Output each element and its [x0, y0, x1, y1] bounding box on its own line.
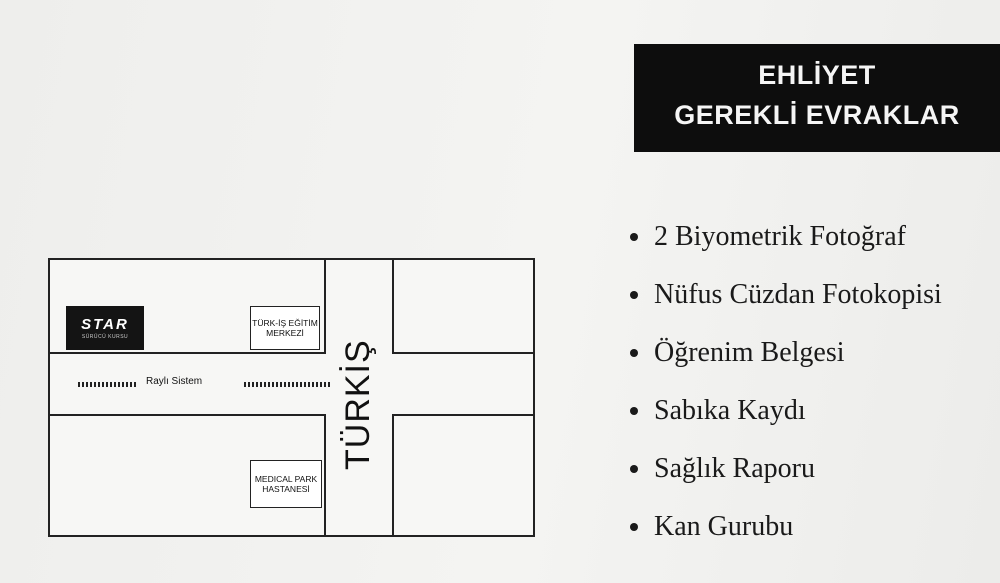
document-label: Sabıka Kaydı: [654, 395, 806, 426]
document-label: Nüfus Cüzdan Fotokopisi: [654, 279, 942, 310]
training-center-label: TÜRK-İŞ EĞİTİM MERKEZİ: [252, 318, 318, 338]
bullet-icon: [630, 407, 638, 415]
list-item: Sağlık Raporu: [630, 440, 942, 498]
list-item: Nüfus Cüzdan Fotokopisi: [630, 266, 942, 324]
block-top-right: [392, 258, 535, 354]
title-banner: EHLİYET GEREKLİ EVRAKLAR: [634, 44, 1000, 152]
rail-line-left: [78, 382, 138, 387]
hospital-building: MEDICAL PARK HASTANESİ: [250, 460, 322, 508]
list-item: Kan Gurubu: [630, 498, 942, 556]
list-item: 2 Biyometrik Fotoğraf: [630, 208, 942, 266]
hospital-label: MEDICAL PARK HASTANESİ: [254, 474, 318, 494]
logo-text: STAR: [81, 316, 129, 333]
bullet-icon: [630, 291, 638, 299]
bullet-icon: [630, 523, 638, 531]
rail-line-right: [244, 382, 330, 387]
list-item: Sabıka Kaydı: [630, 382, 942, 440]
street-name: TÜRKİŞ: [339, 339, 377, 470]
star-logo: STAR SÜRÜCÜ KURSU: [66, 306, 144, 350]
rail-label: Raylı Sistem: [146, 376, 203, 387]
banner-title-line1: EHLİYET: [758, 60, 876, 90]
training-center-building: TÜRK-İŞ EĞİTİM MERKEZİ: [250, 306, 320, 350]
bullet-icon: [630, 465, 638, 473]
location-map: STAR SÜRÜCÜ KURSU TÜRK-İŞ EĞİTİM MERKEZİ…: [48, 258, 536, 538]
document-label: Kan Gurubu: [654, 511, 794, 542]
banner-title-line2: GEREKLİ EVRAKLAR: [674, 100, 960, 130]
bullet-icon: [630, 349, 638, 357]
required-documents-list: 2 Biyometrik Fotoğraf Nüfus Cüzdan Fotok…: [630, 208, 942, 556]
document-label: 2 Biyometrik Fotoğraf: [654, 221, 906, 252]
document-label: Sağlık Raporu: [654, 453, 815, 484]
list-item: Öğrenim Belgesi: [630, 324, 942, 382]
block-bottom-right: [392, 414, 535, 537]
bullet-icon: [630, 233, 638, 241]
document-label: Öğrenim Belgesi: [654, 337, 845, 368]
logo-subtext: SÜRÜCÜ KURSU: [81, 334, 129, 340]
